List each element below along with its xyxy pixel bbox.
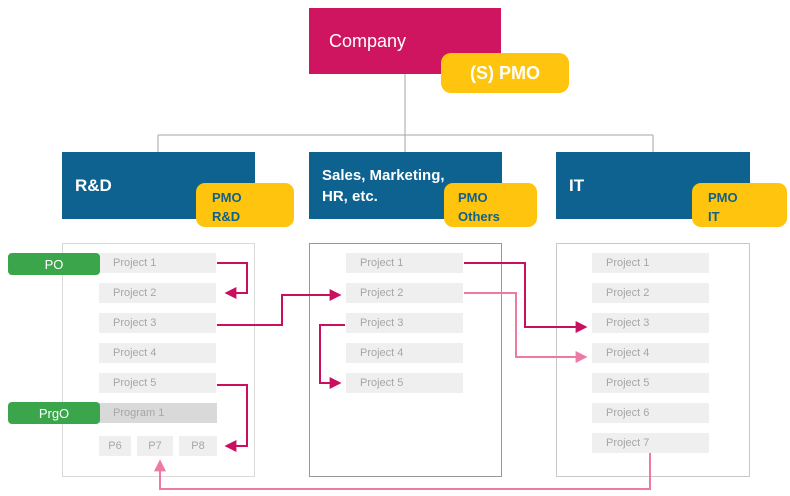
rnd-project-3-label: Project 3 [113, 317, 157, 329]
company-label: Company [329, 30, 407, 51]
dept-label-rnd: R&D [75, 175, 112, 195]
pmo-tag-others-line1: PMO [458, 190, 488, 205]
rnd-project-2-label: Project 2 [113, 287, 157, 299]
spmo-label: (S) PMO [470, 62, 540, 83]
rnd-subproject-p8: P8 [179, 436, 217, 456]
rnd-program-1: Program 1 [99, 403, 217, 423]
dept-label-it: IT [569, 175, 585, 195]
it-project-2-label: Project 2 [606, 287, 650, 299]
dept-label-others: Sales, Marketing, HR, etc. [322, 166, 445, 205]
rnd-project-1-label: Project 1 [113, 257, 157, 269]
rnd-subproject-p6: P6 [99, 436, 131, 456]
rnd-project-5-label: Project 5 [113, 377, 157, 389]
rnd-subproject-p8-label: P8 [191, 440, 205, 452]
it-project-5-label: Project 5 [606, 377, 650, 389]
others-project-1: Project 1 [346, 253, 463, 273]
pmo-tag-it: PMO IT [692, 183, 787, 227]
others-project-1-label: Project 1 [360, 257, 404, 269]
rnd-program-1-label: Program 1 [113, 407, 165, 419]
it-project-4: Project 4 [592, 343, 709, 363]
pmo-tag-rnd-line1: PMO [212, 190, 242, 205]
rnd-project-4-label: Project 4 [113, 347, 157, 359]
rnd-subproject-p7: P7 [137, 436, 173, 456]
spmo-box: (S) PMO [441, 53, 569, 93]
it-project-2: Project 2 [592, 283, 709, 303]
it-project-6: Project 6 [592, 403, 709, 423]
rnd-project-2: Project 2 [99, 283, 216, 303]
pmo-tag-rnd: PMO R&D [196, 183, 294, 227]
company-box: Company [309, 8, 501, 74]
role-tag-po-label: PO [44, 256, 64, 272]
others-project-2-label: Project 2 [360, 287, 404, 299]
it-project-5: Project 5 [592, 373, 709, 393]
others-project-2: Project 2 [346, 283, 463, 303]
others-project-3: Project 3 [346, 313, 463, 333]
others-project-5-label: Project 5 [360, 377, 404, 389]
it-project-7-label: Project 7 [606, 437, 650, 449]
others-project-3-label: Project 3 [360, 317, 404, 329]
it-project-4-label: Project 4 [606, 347, 650, 359]
rnd-project-4: Project 4 [99, 343, 216, 363]
rnd-subproject-p6-label: P6 [108, 440, 122, 452]
pmo-tag-it-line1: PMO [708, 190, 738, 205]
others-project-4-label: Project 4 [360, 347, 404, 359]
it-project-6-label: Project 6 [606, 407, 650, 419]
it-project-7: Project 7 [592, 433, 709, 453]
role-tag-prgo-label: PrgO [38, 405, 70, 421]
rnd-project-3: Project 3 [99, 313, 216, 333]
pmo-tag-others-line2: Others [458, 208, 500, 224]
it-project-3: Project 3 [592, 313, 709, 333]
others-project-4: Project 4 [346, 343, 463, 363]
others-project-5: Project 5 [346, 373, 463, 393]
it-project-1-label: Project 1 [606, 257, 650, 269]
role-tag-prgo: PrgO [8, 402, 100, 424]
it-project-3-label: Project 3 [606, 317, 650, 329]
pmo-tag-rnd-line2: R&D [212, 208, 241, 224]
rnd-project-5: Project 5 [99, 373, 216, 393]
pmo-tag-others: PMO Others [444, 183, 537, 227]
rnd-subproject-p7-label: P7 [148, 440, 162, 452]
hierarchy-tree-lines [157, 74, 654, 152]
role-tag-po: PO [8, 253, 100, 275]
it-project-1: Project 1 [592, 253, 709, 273]
pmo-tag-it-line2: IT [708, 208, 720, 224]
rnd-project-1: Project 1 [99, 253, 216, 273]
